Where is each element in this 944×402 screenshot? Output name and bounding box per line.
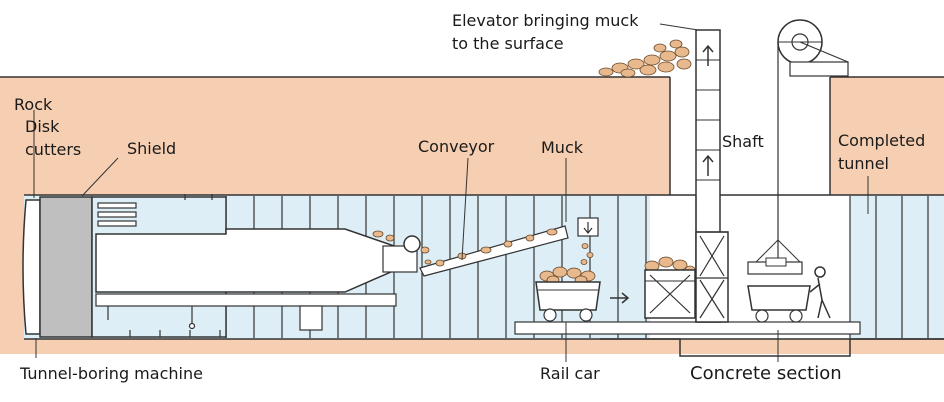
label-elevator-line2: to the surface: [452, 34, 564, 53]
label-disk-cutters-line2: cutters: [25, 140, 82, 159]
label-shield: Shield: [127, 139, 177, 158]
muck-hopper: [577, 217, 599, 265]
label-disk-cutters-line1: Disk: [25, 117, 60, 136]
label-completed-line1: Completed: [838, 131, 926, 150]
disk-cutters: [39, 196, 93, 338]
elevator: [695, 29, 729, 323]
surface-muck-pile: [598, 39, 692, 78]
label-concrete-section: Concrete section: [690, 363, 842, 384]
rail-platform: [514, 321, 861, 335]
label-shaft: Shaft: [722, 132, 764, 151]
label-rock: Rock: [14, 95, 53, 114]
rail-car-shaft: [747, 285, 811, 323]
worker: [809, 266, 831, 319]
label-completed-line2: tunnel: [838, 154, 889, 173]
concrete-section: [600, 338, 944, 357]
rail-car: [535, 266, 601, 322]
label-conveyor: Conveyor: [418, 137, 495, 156]
leader-lines: [33, 23, 869, 362]
tunnel-boring-machine: [22, 194, 421, 338]
muck-cart: [644, 256, 696, 319]
label-tunnel-boring-machine: Tunnel-boring machine: [20, 364, 203, 383]
label-muck: Muck: [541, 138, 584, 157]
label-rail-car: Rail car: [540, 364, 600, 383]
label-elevator-line1: Elevator bringing muck: [452, 11, 639, 30]
hoist-crane: [747, 19, 849, 275]
